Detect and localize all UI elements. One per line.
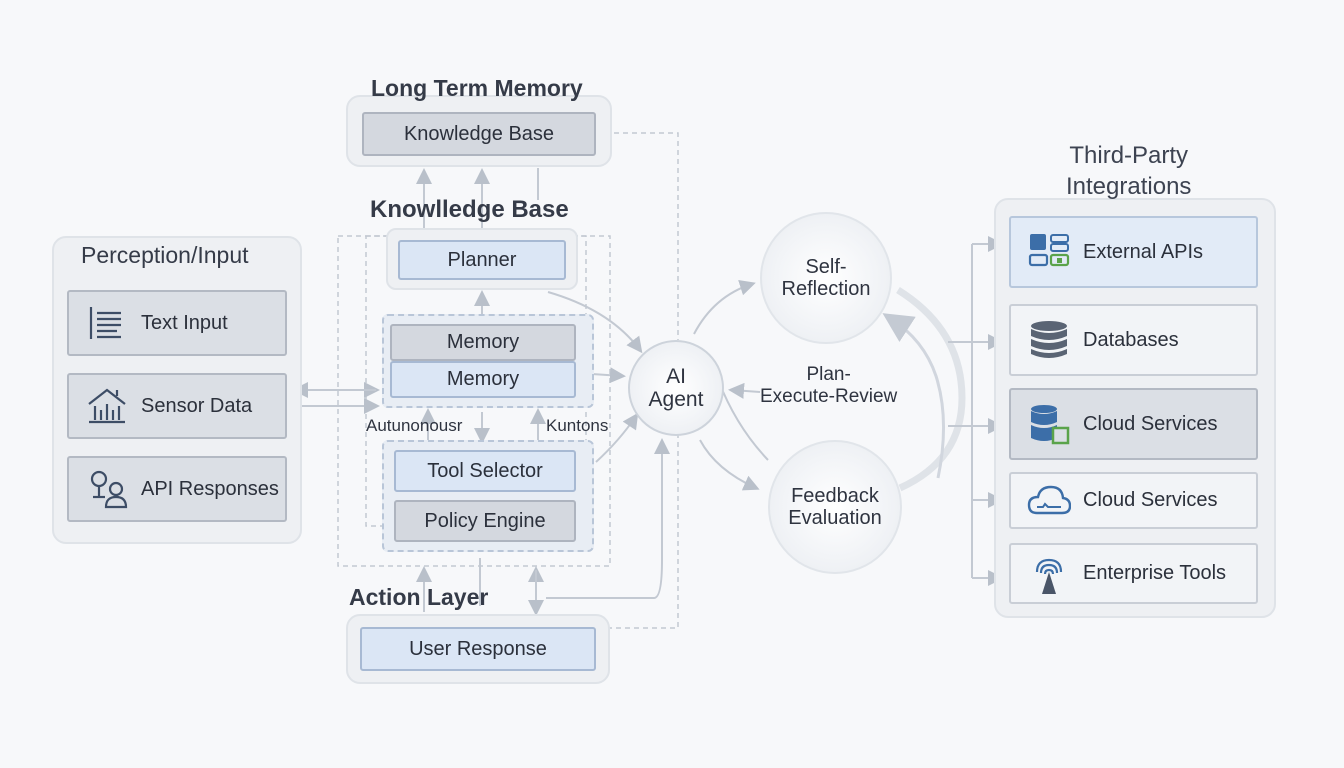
plan-execute-review-label: Plan- Execute-Review xyxy=(760,364,897,408)
text-document-icon xyxy=(89,307,121,339)
planner-box[interactable]: Planner xyxy=(398,240,566,280)
enterprise-tools-label: Enterprise Tools xyxy=(1083,562,1227,584)
third-party-heading: Third-Party Integrations xyxy=(1066,140,1191,202)
self-reflection-label: Self-Reflection xyxy=(781,256,871,300)
feedback-line2: Evaluation xyxy=(788,507,882,529)
sensor-data-item[interactable]: Sensor Data xyxy=(67,373,287,439)
cloud-services-label-2: Cloud Services xyxy=(1083,489,1218,511)
sensor-building-icon xyxy=(88,388,126,424)
databases-label: Databases xyxy=(1083,328,1179,351)
api-responses-item[interactable]: API Responses xyxy=(67,456,287,522)
ai-agent-node[interactable]: AI Agent xyxy=(628,340,724,436)
self-reflection-node[interactable]: Self-Reflection xyxy=(760,212,892,344)
databases-item[interactable]: Databases xyxy=(1009,304,1258,376)
perception-heading: Perception/Input xyxy=(81,242,249,268)
text-input-item[interactable]: Text Input xyxy=(67,290,287,356)
plan-line2: Execute-Review xyxy=(760,385,898,407)
api-responses-label: API Responses xyxy=(141,477,279,500)
ai-agent-line2: Agent xyxy=(648,388,704,411)
user-api-icon xyxy=(90,470,128,509)
cloud-services-item-1[interactable]: Cloud Services xyxy=(1009,388,1258,460)
cloud-services-item-2[interactable]: Cloud Services xyxy=(1009,472,1258,529)
memory-bottom-box[interactable]: Memory xyxy=(390,361,576,398)
ai-agent-line1: AI xyxy=(666,364,686,388)
third-party-line1: Third-Party xyxy=(1069,142,1189,169)
external-apis-item[interactable]: External APIs xyxy=(1009,216,1258,288)
cloud-services-label-1: Cloud Services xyxy=(1083,412,1218,435)
action-layer-heading: Action Layer xyxy=(349,584,489,610)
user-response-box[interactable]: User Response xyxy=(360,627,596,671)
cloud-database-icon xyxy=(1031,405,1070,445)
external-apis-label: External APIs xyxy=(1083,240,1204,263)
database-icon xyxy=(1031,321,1067,358)
tool-selector-box[interactable]: Tool Selector xyxy=(394,450,576,492)
sensor-data-label: Sensor Data xyxy=(141,394,253,417)
feedback-line1: Feedback xyxy=(791,485,879,507)
third-party-line2: Integrations xyxy=(1066,173,1192,201)
knowledge-base-box[interactable]: Knowledge Base xyxy=(362,112,596,156)
enterprise-tools-item[interactable]: Enterprise Tools xyxy=(1009,543,1258,604)
kuntons-label: Kuntons xyxy=(546,416,609,435)
autonomous-label: Autunonousr xyxy=(366,416,463,435)
policy-engine-box[interactable]: Policy Engine xyxy=(394,500,576,542)
puzzle-grid-icon xyxy=(1028,234,1070,267)
memory-top-box[interactable]: Memory xyxy=(390,324,576,361)
text-input-label: Text Input xyxy=(141,311,228,334)
core-heading: Knowlledge Base xyxy=(370,196,569,223)
long-term-memory-heading: Long Term Memory xyxy=(371,75,583,101)
feedback-evaluation-node[interactable]: Feedback Evaluation xyxy=(768,440,902,574)
cloud-icon xyxy=(1027,485,1071,514)
antenna-icon xyxy=(1035,558,1063,594)
plan-line1: Plan- xyxy=(806,364,851,385)
